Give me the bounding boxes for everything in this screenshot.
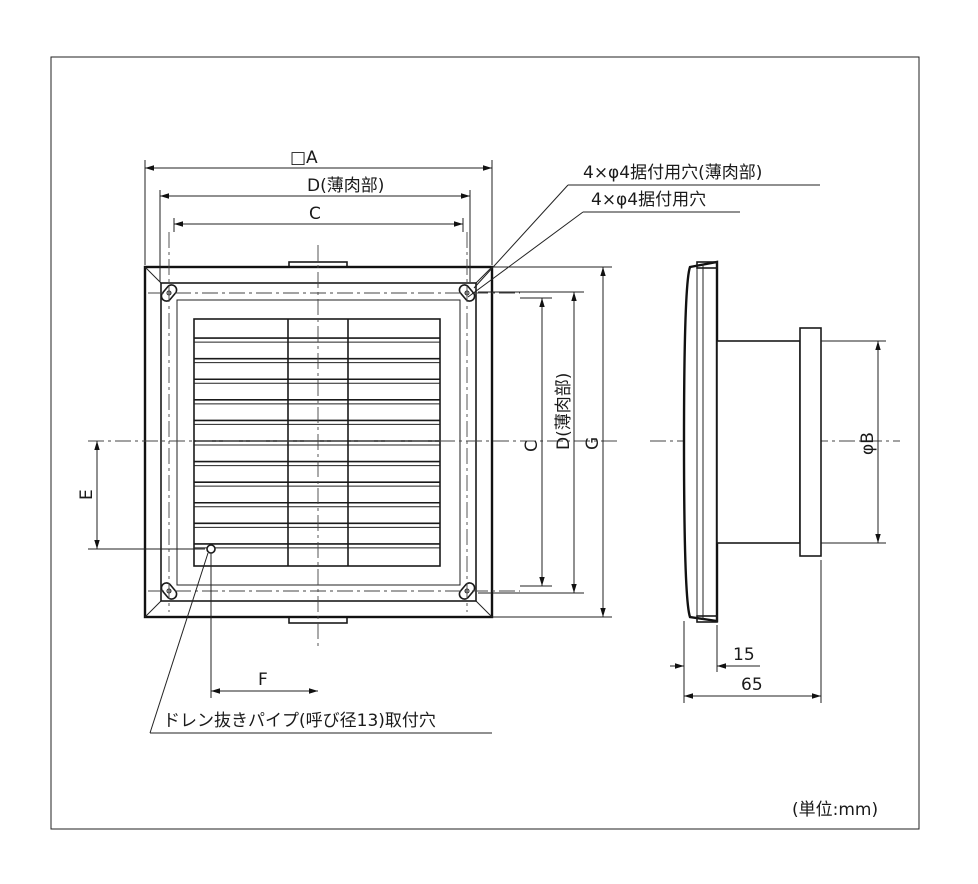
dim-label-g: G: [583, 437, 603, 450]
dim-label-c-side: C: [522, 440, 542, 452]
dim-label-c-top: C: [309, 204, 321, 224]
inner-bevel: [160, 282, 477, 602]
dim-label-f: F: [258, 670, 268, 690]
grille-area: [193, 318, 441, 567]
hole-label: 4×φ4据付用穴: [591, 190, 706, 210]
hole-label-thin: 4×φ4据付用穴(薄肉部): [583, 163, 762, 183]
drawing-frame: [50, 56, 920, 830]
duct-end-ring: [799, 327, 822, 557]
unit-label: (単位:mm): [792, 800, 878, 820]
dim-label-a: □A: [290, 148, 318, 168]
drain-label: ドレン抜きパイプ(呼び径13)取付穴: [163, 711, 436, 731]
inner-frame: [176, 299, 461, 586]
dim-label-65: 65: [741, 675, 763, 695]
louvers: [194, 337, 440, 549]
front-view: [143, 261, 494, 624]
side-flange: [682, 260, 719, 623]
dim-label-e: E: [77, 489, 97, 500]
dim-label-d-side: D(薄肉部): [554, 373, 574, 450]
dim-label-phi-b: φB: [858, 432, 878, 455]
side-view: [682, 260, 822, 623]
dim-label-d-top: D(薄肉部): [307, 176, 384, 196]
duct-pipe: [716, 340, 801, 544]
drain-hole: [206, 544, 216, 554]
dim-label-15: 15: [733, 645, 755, 665]
